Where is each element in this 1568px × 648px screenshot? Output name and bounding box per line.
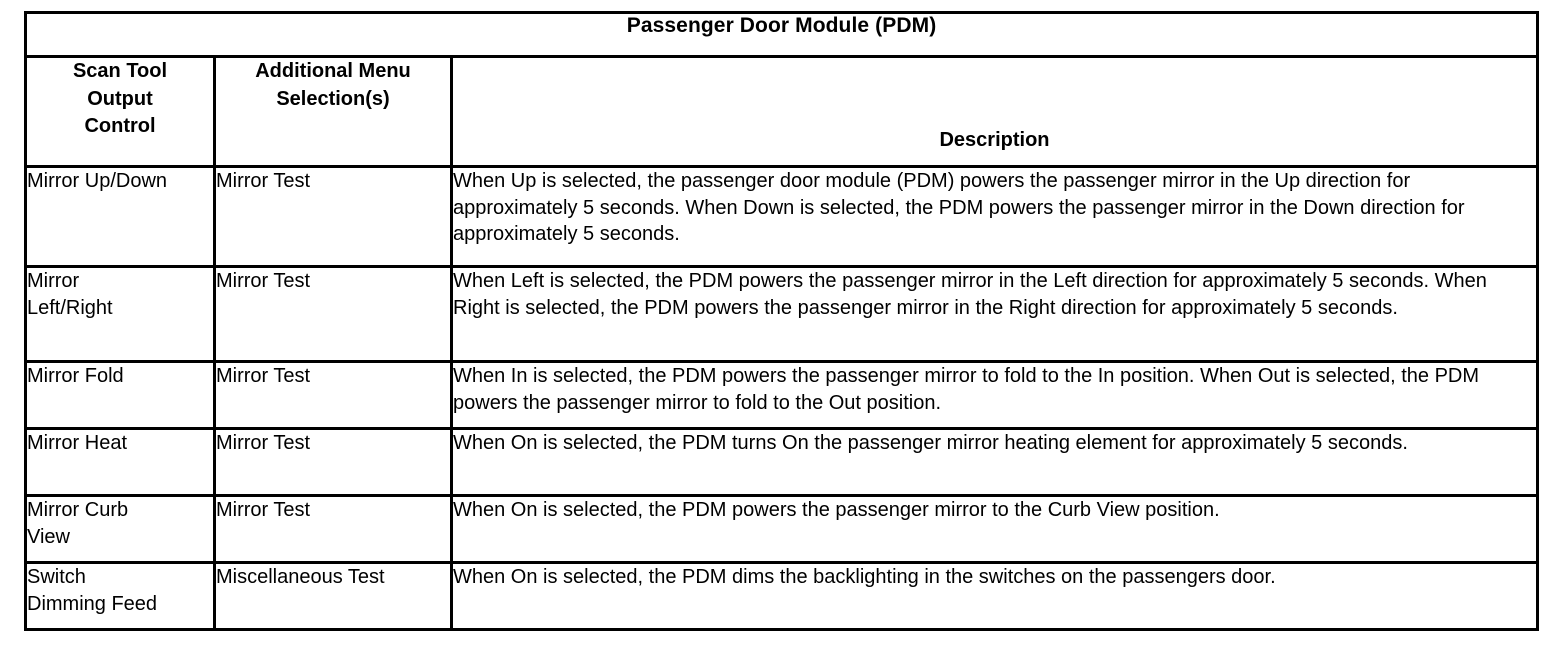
table-row: Mirror Heat Mirror Test When On is selec… xyxy=(24,427,1540,497)
cell-description-mirror-left-right: When Left is selected, the PDM powers th… xyxy=(449,265,1540,363)
column-header-additional-menu-selections: Additional Menu Selection(s) xyxy=(213,55,453,168)
cell-description-switch-dimming-feed: When On is selected, the PDM dims the ba… xyxy=(449,561,1540,631)
cell-description-mirror-fold: When In is selected, the PDM powers the … xyxy=(449,360,1540,430)
cell-description-mirror-heat: When On is selected, the PDM turns On th… xyxy=(449,427,1540,497)
column-header-scan-tool-output-control: Scan Tool Output Control xyxy=(24,55,216,168)
cell-control-mirror-fold: Mirror Fold xyxy=(24,360,216,430)
cell-menu-mirror-up-down: Mirror Test xyxy=(213,165,453,268)
table-header-row: Scan Tool Output Control Additional Menu… xyxy=(24,55,1540,168)
table-row: Mirror Left/Right Mirror Test When Left … xyxy=(24,265,1540,363)
cell-menu-mirror-heat: Mirror Test xyxy=(213,427,453,497)
table-row: Switch Dimming Feed Miscellaneous Test W… xyxy=(24,561,1540,631)
cell-description-mirror-up-down: When Up is selected, the passenger door … xyxy=(449,165,1540,268)
cell-control-mirror-curb-view: Mirror Curb View xyxy=(24,494,216,564)
column-header-description: Description xyxy=(449,55,1540,168)
cell-menu-mirror-curb-view: Mirror Test xyxy=(213,494,453,564)
table-title-row: Passenger Door Module (PDM) xyxy=(23,11,1540,58)
table-row: Mirror Fold Mirror Test When In is selec… xyxy=(24,360,1540,430)
cell-menu-switch-dimming-feed: Miscellaneous Test xyxy=(213,561,453,631)
cell-control-mirror-heat: Mirror Heat xyxy=(24,427,216,497)
table-title: Passenger Door Module (PDM) xyxy=(23,11,1540,58)
pdm-specification-table: Passenger Door Module (PDM) Scan Tool Ou… xyxy=(23,11,1540,631)
cell-control-mirror-up-down: Mirror Up/Down xyxy=(24,165,216,268)
cell-control-mirror-left-right: Mirror Left/Right xyxy=(24,265,216,363)
table-row: Mirror Curb View Mirror Test When On is … xyxy=(24,494,1540,564)
cell-description-mirror-curb-view: When On is selected, the PDM powers the … xyxy=(449,494,1540,564)
cell-menu-mirror-left-right: Mirror Test xyxy=(213,265,453,363)
table-row: Mirror Up/Down Mirror Test When Up is se… xyxy=(24,165,1540,268)
cell-menu-mirror-fold: Mirror Test xyxy=(213,360,453,430)
cell-control-switch-dimming-feed: Switch Dimming Feed xyxy=(24,561,216,631)
